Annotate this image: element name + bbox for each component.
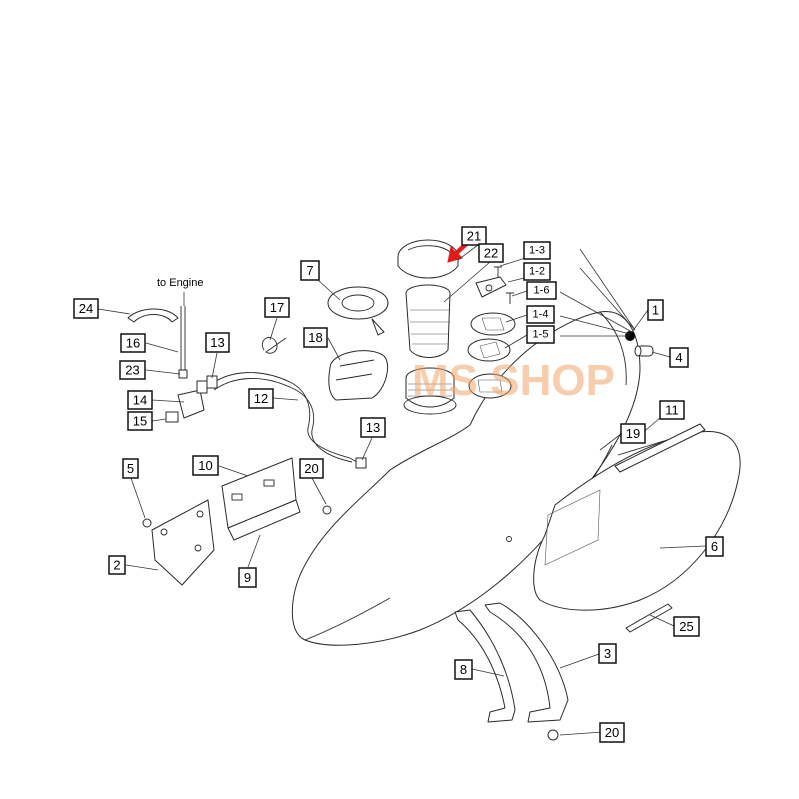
callout-1-4: 1-4: [526, 305, 555, 324]
svg-text:1-2: 1-2: [529, 266, 545, 278]
svg-text:9: 9: [244, 570, 251, 585]
svg-text:24: 24: [79, 301, 93, 316]
svg-text:11: 11: [665, 403, 679, 418]
callout-20-top: 20: [299, 458, 324, 479]
svg-text:20: 20: [304, 461, 318, 476]
hose-clamp: [127, 308, 179, 323]
callout-6: 6: [705, 536, 724, 557]
tank-ring: [327, 286, 389, 336]
svg-text:13: 13: [210, 335, 224, 350]
svg-text:17: 17: [270, 300, 284, 315]
bushing: [634, 345, 654, 357]
svg-text:12: 12: [254, 391, 268, 406]
tank-bracket: [328, 350, 388, 401]
svg-text:16: 16: [126, 336, 140, 351]
callout-17: 17: [264, 297, 290, 318]
fuel-hose: [209, 372, 361, 465]
wire-clip: [262, 337, 287, 354]
nut-lower: [547, 729, 559, 741]
svg-text:20: 20: [605, 725, 619, 740]
svg-text:5: 5: [127, 461, 134, 476]
callout-7: 7: [300, 260, 320, 281]
callout-21: 21: [461, 226, 487, 246]
callout-11: 11: [659, 400, 685, 420]
callout-24: 24: [73, 298, 99, 319]
callout-2: 2: [108, 555, 126, 575]
svg-text:18: 18: [308, 330, 322, 345]
callout-13-bottom: 13: [360, 417, 386, 438]
rod: [625, 603, 673, 633]
svg-text:6: 6: [711, 539, 718, 554]
svg-text:22: 22: [484, 246, 498, 261]
svg-text:23: 23: [125, 363, 139, 378]
callout-1-2: 1-2: [523, 262, 551, 281]
callout-1-3: 1-3: [523, 241, 551, 260]
svg-text:14: 14: [133, 393, 147, 408]
svg-text:19: 19: [626, 426, 640, 441]
callout-19: 19: [620, 423, 646, 444]
washer: [142, 518, 152, 528]
gauge-assembly: [467, 266, 516, 399]
nut-upper: [322, 505, 332, 515]
svg-text:15: 15: [133, 414, 147, 429]
callout-14: 14: [127, 390, 153, 410]
hose-clip-bottom: [355, 457, 367, 469]
strap-8: [454, 609, 516, 723]
svg-text:1-6: 1-6: [534, 285, 550, 297]
svg-text:8: 8: [460, 662, 467, 677]
callout-23: 23: [119, 360, 146, 380]
callout-5: 5: [122, 458, 139, 479]
svg-text:1-5: 1-5: [533, 329, 549, 341]
callout-12: 12: [248, 388, 274, 409]
svg-text:10: 10: [198, 458, 212, 473]
callout-1-6: 1-6: [526, 281, 557, 300]
to-engine-note: to Engine: [157, 277, 203, 289]
svg-text:7: 7: [306, 263, 313, 278]
svg-text:1-3: 1-3: [529, 245, 545, 257]
fuel-cock: [165, 306, 208, 423]
svg-text:3: 3: [604, 646, 611, 661]
watermark: MS SHOP: [412, 356, 615, 405]
bracket-left: [151, 499, 215, 586]
callout-1: 1: [647, 299, 664, 321]
fuel-strainer: [405, 284, 451, 358]
callout-10: 10: [192, 455, 219, 476]
callout-8: 8: [454, 659, 473, 680]
fuel-cap: [397, 239, 459, 279]
callout-13-top: 13: [205, 332, 230, 353]
svg-text:1: 1: [652, 303, 659, 318]
callout-1-5: 1-5: [526, 325, 555, 344]
svg-text:21: 21: [467, 229, 481, 244]
rubber-strip: [614, 423, 706, 473]
callout-25: 25: [673, 616, 700, 637]
callout-22: 22: [478, 243, 504, 263]
callout-9: 9: [238, 567, 257, 588]
svg-text:13: 13: [366, 420, 380, 435]
callout-16: 16: [120, 333, 146, 353]
callout-20-bottom: 20: [599, 722, 625, 743]
svg-text:MS SHOP: MS SHOP: [412, 356, 615, 405]
callout-15: 15: [127, 411, 153, 431]
callout-3: 3: [598, 643, 617, 664]
callout-4: 4: [669, 347, 689, 368]
strap-3: [484, 602, 569, 723]
filler-neck: [403, 367, 457, 415]
svg-text:2: 2: [113, 558, 120, 573]
svg-text:4: 4: [675, 350, 682, 365]
svg-text:25: 25: [679, 619, 693, 634]
callout-18: 18: [303, 327, 328, 348]
svg-text:1-4: 1-4: [533, 309, 549, 321]
